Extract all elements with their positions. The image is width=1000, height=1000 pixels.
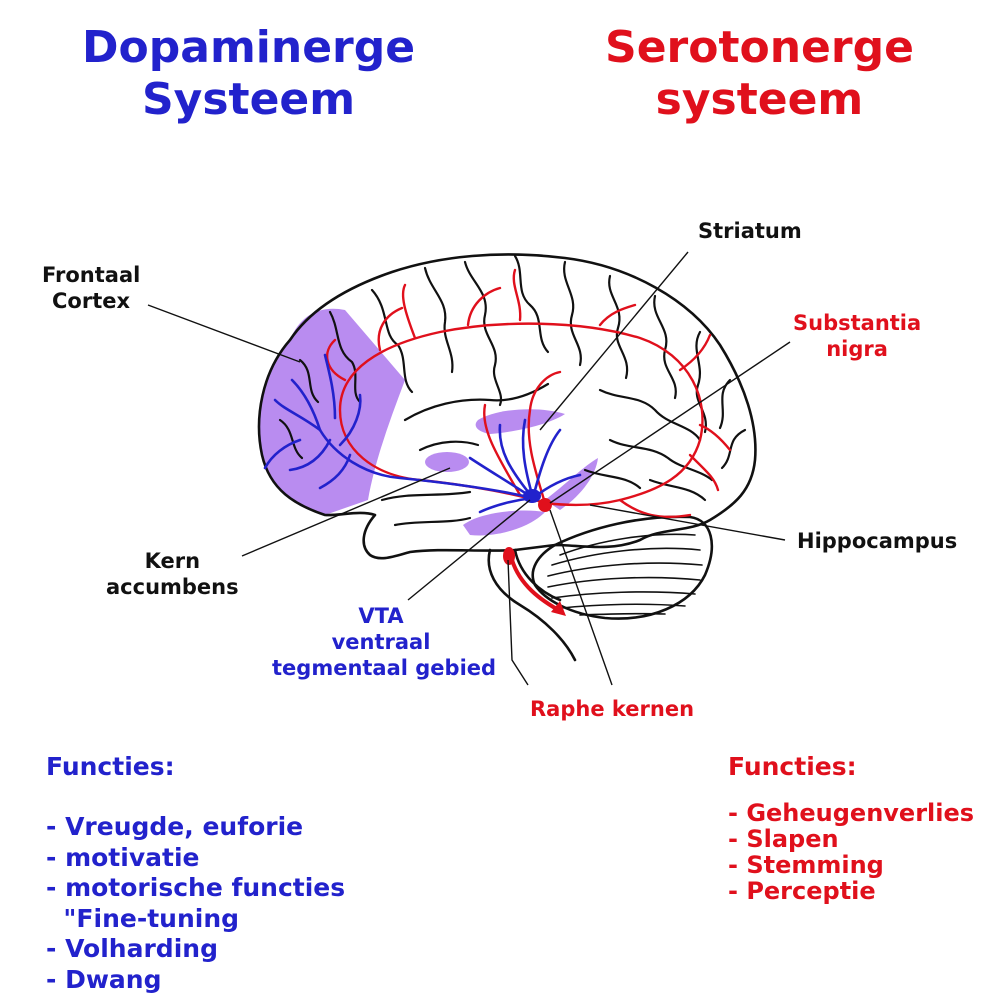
serotonin-arrowhead: [551, 601, 566, 616]
serotonin-branch-2: [377, 306, 404, 352]
label-frontal-cortex: Frontaal Cortex: [42, 262, 140, 314]
serotonin-branch-8: [698, 423, 732, 452]
serotonin-branch-5: [512, 268, 522, 322]
dopaminergic-functions-list: - Vreugde, euforie - motivatie - motoris…: [46, 812, 345, 995]
dopamine-branch-7: [263, 438, 302, 470]
serotonergic-title-line2: systeem: [655, 74, 864, 125]
vta-region: [463, 510, 545, 536]
serotonin-to-cortex: [483, 403, 522, 497]
serotonin-branch-10: [618, 498, 692, 519]
serotonin-branch-6: [598, 303, 637, 327]
leader-vta: [407, 499, 531, 601]
frontal-cortex-region: [259, 308, 405, 515]
serotonin-branch-7: [678, 333, 712, 372]
dopamine-branch-2: [290, 378, 322, 432]
label-vta-line2: ventraal: [331, 630, 431, 654]
label-frontal-cortex-line2: Cortex: [52, 289, 131, 313]
leader-raphe-1: [507, 559, 529, 686]
label-hippocampus-text: Hippocampus: [797, 529, 958, 553]
dopamine-branch-6: [338, 393, 362, 447]
dopaminergic-title-line1: Dopaminerge: [82, 22, 416, 73]
leader-striatum: [539, 251, 689, 431]
striatum-region: [475, 409, 565, 434]
label-frontal-cortex-line1: Frontaal: [42, 263, 141, 287]
dopaminergic-function-item: - Vreugde, euforie: [46, 812, 304, 841]
dopamine-branch-3: [288, 438, 332, 472]
serotonergic-function-item: - Perceptie: [728, 877, 876, 905]
serotonin-to-striatum: [527, 370, 562, 505]
dopaminergic-function-item: - Dwang: [46, 964, 162, 994]
accumbens-region: [425, 452, 469, 472]
serotonergic-title: Serotonerge systeem: [605, 22, 914, 126]
label-striatum-text: Striatum: [698, 219, 802, 243]
serotonergic-functions-heading: Functies:: [728, 752, 857, 781]
substantia-nigra-dot: [538, 498, 552, 512]
leader-substantia-nigra: [549, 341, 791, 504]
serotonergic-functions-list: - Geheugenverlies - Slapen - Stemming - …: [728, 800, 974, 904]
cerebrum-outline: [257, 253, 757, 560]
serotonin-branch-4: [466, 286, 502, 327]
leader-hippocampus: [589, 504, 786, 541]
serotonergic-function-item: - Geheugenverlies: [728, 799, 975, 827]
serotonergic-function-item: - Slapen: [728, 825, 839, 853]
serotonergic-title-line1: Serotonerge: [605, 22, 914, 73]
serotonin-branch-3: [401, 283, 417, 340]
dopaminergic-function-item: - Volharding: [46, 934, 218, 963]
dopaminergic-title-line2: Systeem: [141, 74, 356, 125]
serotonergic-function-item: - Stemming: [728, 851, 884, 879]
dopamine-branch-8: [498, 423, 535, 500]
dopamine-branch-4: [323, 353, 337, 420]
label-vta-line3: tegmentaal gebied: [272, 656, 497, 680]
label-striatum: Striatum: [698, 218, 802, 244]
raphe-nuclei-dot: [503, 547, 515, 565]
dopamine-branch-1: [273, 398, 322, 432]
dopaminergic-function-item: - motorische functies: [46, 873, 346, 902]
label-kern-accumbens-line2: accumbens: [106, 575, 239, 599]
label-kern-accumbens-line1: Kern: [144, 549, 201, 573]
leader-frontal-cortex: [147, 304, 301, 363]
dopamine-branch-5: [318, 453, 352, 490]
label-vta: VTA ventraal tegmentaal gebied: [272, 603, 497, 681]
label-substantia-nigra-line1: Substantia: [793, 311, 922, 335]
dopamine-mesocortical: [318, 428, 535, 500]
leader-lines: [147, 251, 791, 686]
label-substantia-nigra-line2: nigra: [826, 337, 888, 361]
serotonin-pathways: [325, 268, 732, 614]
serotonin-branch-9: [688, 453, 720, 492]
leader-raphe-2: [549, 509, 613, 686]
label-raphe-nuclei-text: Raphe kernen: [530, 697, 695, 721]
vta-dot: [523, 489, 541, 503]
label-substantia-nigra: Substantia nigra: [793, 310, 921, 362]
dopaminergic-title: Dopaminerge Systeem: [82, 22, 415, 126]
label-kern-accumbens: Kern accumbens: [106, 548, 239, 600]
leader-kern-accumbens: [241, 467, 451, 557]
label-raphe-nuclei: Raphe kernen: [530, 696, 694, 722]
label-vta-line1: VTA: [358, 604, 404, 628]
dopaminergic-function-item: "Fine-tuning: [46, 903, 240, 933]
dopaminergic-functions-heading: Functies:: [46, 752, 175, 781]
dopaminergic-function-item: - motivatie: [46, 842, 200, 872]
label-hippocampus: Hippocampus: [797, 528, 957, 554]
